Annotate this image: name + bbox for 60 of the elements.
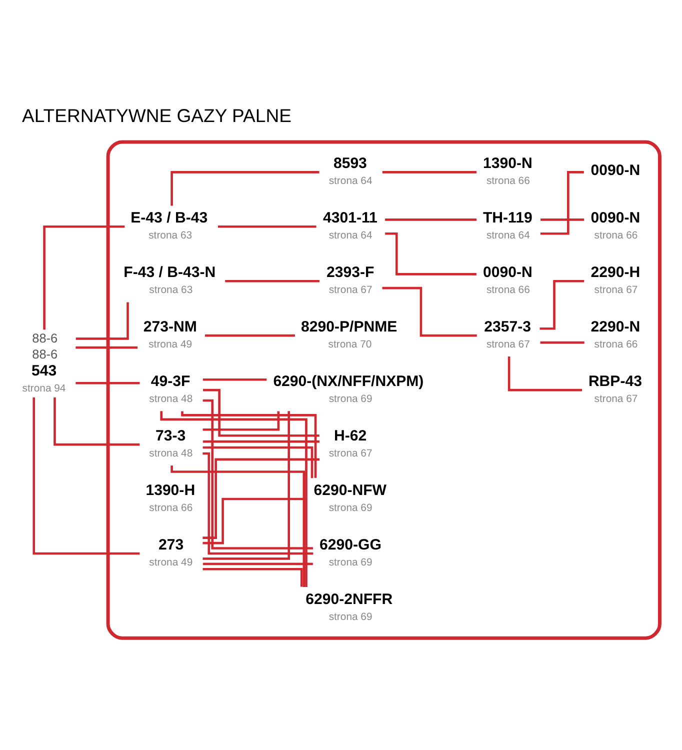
node-text: E-43 / B-43 strona 63 — [130, 209, 208, 242]
connector — [181, 411, 317, 478]
connector — [382, 286, 477, 337]
connector — [225, 280, 320, 282]
node-text: 73-3 strona 48 — [149, 427, 193, 460]
node-text: 8290-P/PNME strona 70 — [301, 318, 398, 350]
connector — [202, 411, 280, 431]
node-text: 0090-N — [590, 162, 640, 179]
node-text: F-43 / B-43-N strona 63 — [124, 264, 216, 296]
node-text: 6290-(NX/NFF/NXPM) strona 69 — [273, 372, 424, 405]
node-text: 6290-2NFFR strona 69 — [306, 590, 393, 623]
node-text: 6290-GG strona 69 — [320, 536, 382, 568]
node-text: 2290-H strona 67 — [590, 264, 640, 296]
connector — [540, 341, 584, 344]
connector — [76, 302, 129, 340]
connector — [43, 226, 125, 330]
connector — [385, 232, 476, 276]
node-text: 1390-N strona 66 — [482, 155, 532, 187]
connector — [76, 382, 140, 384]
connector — [170, 171, 320, 206]
connector — [202, 562, 313, 566]
node-text: 0090-N strona 66 — [590, 209, 640, 242]
node-text: 273 strona 49 — [149, 536, 193, 568]
connector — [202, 498, 308, 544]
connector — [202, 452, 314, 555]
node-text: 2290-N strona 66 — [590, 318, 640, 350]
connector — [205, 334, 295, 337]
connector — [202, 399, 313, 550]
node-text: 4301-11 strona 64 — [323, 209, 378, 242]
connector — [202, 378, 267, 381]
node-text: 2357-3 strona 67 — [484, 318, 531, 350]
connector — [160, 411, 308, 588]
connector — [202, 568, 303, 587]
node-text: 2393-F strona 67 — [326, 264, 374, 296]
connector — [218, 226, 316, 228]
connector — [540, 280, 584, 330]
connector — [382, 171, 476, 174]
connector — [508, 356, 582, 392]
connector — [76, 346, 138, 349]
node-text: 49-3F strona 48 — [149, 372, 193, 405]
connector — [540, 218, 584, 221]
node-text: TH-119 strona 64 — [482, 209, 532, 242]
cluster — [106, 140, 662, 640]
diagram-title: ALTERNATYWNE GAZY PALNE — [22, 105, 292, 126]
connector — [202, 458, 320, 539]
connector — [32, 397, 140, 555]
node-text: RBP-43 strona 67 — [588, 372, 642, 405]
connector — [202, 440, 320, 443]
node-text: 1390-H strona 66 — [146, 482, 196, 514]
connector — [202, 411, 290, 560]
node-text: 88-6 88-6 543 strona 94 — [22, 330, 66, 394]
node-text: 273-NM strona 49 — [143, 318, 197, 350]
connector — [385, 218, 476, 221]
node-text: 6290-NFW strona 69 — [314, 482, 387, 514]
connector — [54, 397, 140, 446]
node-text: 8593 strona 64 — [328, 155, 372, 187]
node-text: 0090-N strona 66 — [482, 264, 532, 296]
connector — [202, 446, 314, 478]
connector — [203, 388, 320, 437]
node-text: H-62 strona 67 — [328, 427, 372, 460]
